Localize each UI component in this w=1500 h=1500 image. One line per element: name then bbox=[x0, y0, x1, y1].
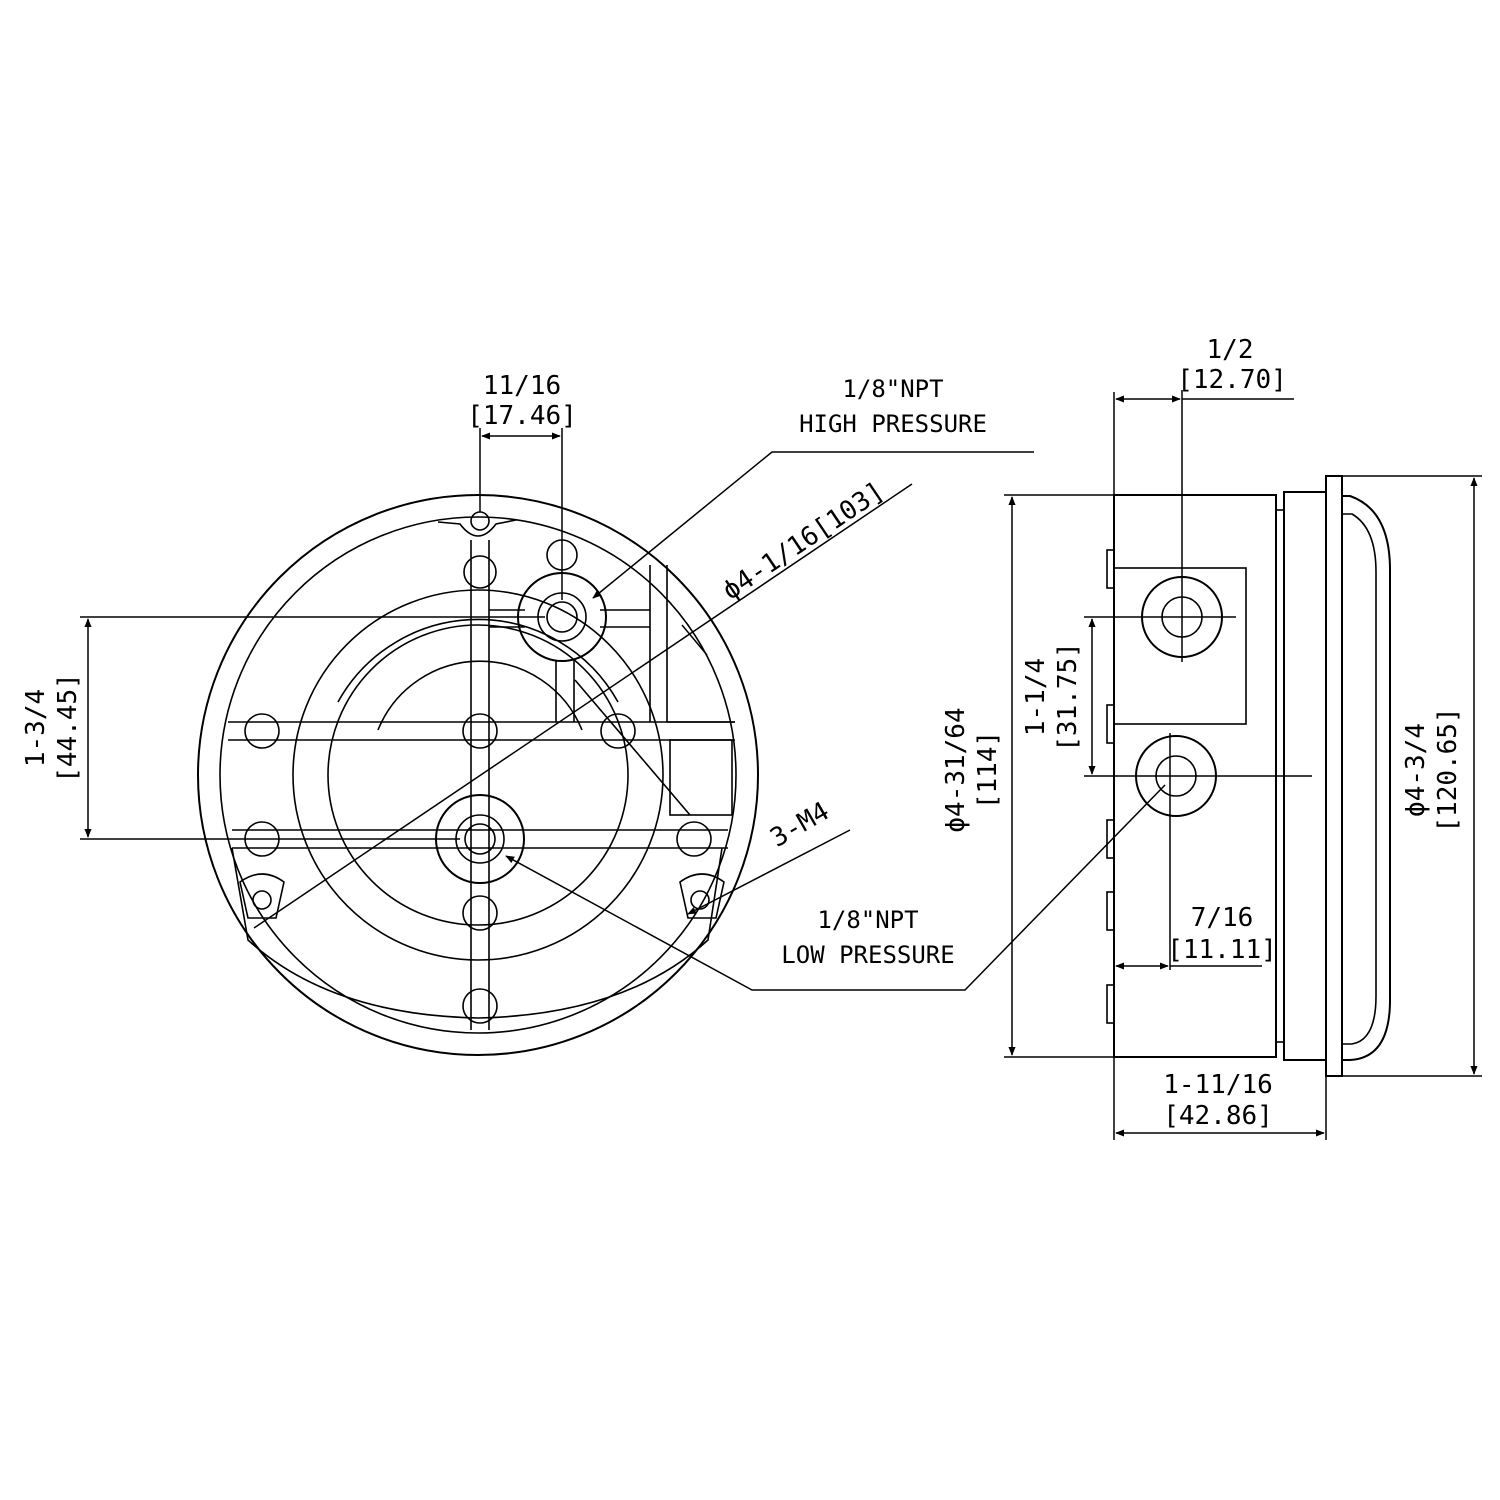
rear-view bbox=[197, 494, 759, 1056]
dim-body-diameter: ϕ4-31/64 [114] bbox=[941, 494, 1114, 1058]
mount-screw-hole bbox=[690, 890, 710, 910]
dim-port-offset: 1-3/4 [44.45] bbox=[21, 616, 545, 840]
side-tab bbox=[1106, 984, 1115, 1024]
side-boss-upper bbox=[649, 565, 735, 723]
side-tab bbox=[1106, 819, 1115, 859]
depth-frac: 1-11/16 bbox=[1163, 1070, 1273, 1100]
housing-ring-inner bbox=[327, 624, 629, 926]
low-offset-frac: 7/16 bbox=[1191, 903, 1254, 933]
rib-knob bbox=[600, 713, 636, 749]
bezel-lens-inner bbox=[1342, 513, 1377, 1045]
side-boss-block bbox=[669, 739, 733, 816]
diameter-tick bbox=[681, 624, 708, 656]
high-pressure-port-hole bbox=[546, 601, 578, 633]
depth-mm: [42.86] bbox=[1163, 1101, 1273, 1131]
bezel-diameter-frac: ϕ4-3/4 bbox=[1401, 723, 1431, 817]
rib-knob bbox=[462, 713, 498, 749]
leader-line bbox=[592, 451, 1034, 599]
dim-low-offset: 7/16 [11.11] bbox=[1115, 903, 1277, 970]
dim-side-port-spacing: 1-1/4 [31.75] bbox=[1021, 618, 1096, 775]
dim-bolt-circle: ϕ4-1/16[103] bbox=[253, 476, 913, 929]
port-spacing-frac: 11/16 bbox=[483, 371, 561, 401]
back-arc-mid bbox=[377, 660, 583, 731]
bolt-circle-label: ϕ4-1/16[103] bbox=[717, 476, 890, 606]
callout-mount-screws: 3-M4 bbox=[687, 796, 851, 915]
side-tab bbox=[1106, 704, 1115, 744]
low-pressure-name: LOW PRESSURE bbox=[781, 941, 954, 969]
side-port-spacing-mm: [31.75] bbox=[1053, 642, 1083, 752]
callout-high-pressure: 1/8"NPT HIGH PRESSURE bbox=[592, 375, 1034, 599]
rib-knob bbox=[463, 555, 497, 589]
low-pressure-port-hole bbox=[464, 823, 496, 855]
side-offset-frac: 1/2 bbox=[1207, 335, 1254, 365]
leader-line bbox=[505, 784, 1166, 991]
bezel-lens bbox=[1342, 495, 1391, 1061]
body-diameter-frac: ϕ4-31/64 bbox=[941, 707, 971, 832]
outer-rim bbox=[197, 494, 759, 1056]
low-offset-mm: [11.11] bbox=[1167, 935, 1277, 965]
boss-diagonal bbox=[574, 679, 691, 816]
top-notch bbox=[437, 519, 517, 537]
rib-knob bbox=[462, 895, 498, 931]
lower-housing bbox=[231, 847, 723, 1019]
rib-knob bbox=[462, 988, 498, 1024]
side-port-spacing-frac: 1-1/4 bbox=[1021, 658, 1051, 736]
port-offset-mm: [44.45] bbox=[53, 673, 83, 783]
bezel-diameter-mm: [120.65] bbox=[1433, 707, 1463, 832]
high-pressure-port-thread bbox=[537, 592, 587, 642]
rib-knob bbox=[676, 821, 712, 857]
mount-screw-hole bbox=[470, 511, 490, 531]
side-view bbox=[1084, 390, 1391, 1077]
side-offset-mm: [12.70] bbox=[1177, 365, 1287, 395]
mount-screws-label: 3-M4 bbox=[765, 796, 834, 853]
mount-screw-hole bbox=[252, 890, 272, 910]
rib-knob bbox=[244, 713, 280, 749]
housing-ring-outer bbox=[292, 589, 664, 961]
high-pressure-name: HIGH PRESSURE bbox=[799, 410, 987, 438]
side-tab bbox=[1106, 549, 1115, 589]
dim-side-offset: 1/2 [12.70] bbox=[1113, 335, 1294, 495]
diameter-line bbox=[253, 483, 913, 929]
dim-port-spacing: 11/16 [17.46] bbox=[467, 371, 577, 600]
port-offset-frac: 1-3/4 bbox=[21, 689, 51, 767]
port-boss-plate bbox=[1113, 567, 1247, 725]
callout-low-pressure: 1/8"NPT LOW PRESSURE bbox=[505, 784, 1166, 991]
leader-line bbox=[687, 829, 851, 915]
inner-rim bbox=[219, 516, 737, 1034]
bezel-ring bbox=[1325, 475, 1343, 1077]
dim-bezel-diameter: ϕ4-3/4 [120.65] bbox=[1342, 475, 1482, 1077]
low-pressure-port-thread bbox=[455, 814, 505, 864]
body-diameter-mm: [114] bbox=[973, 731, 1003, 809]
port-spacing-mm: [17.46] bbox=[467, 401, 577, 431]
dim-depth: 1-11/16 [42.86] bbox=[1113, 1057, 1327, 1140]
mount-lug-right bbox=[679, 873, 725, 919]
high-pressure-thread: 1/8"NPT bbox=[842, 375, 943, 403]
back-arc-upper bbox=[337, 618, 619, 703]
side-tab bbox=[1106, 891, 1115, 931]
low-pressure-thread: 1/8"NPT bbox=[817, 906, 918, 934]
